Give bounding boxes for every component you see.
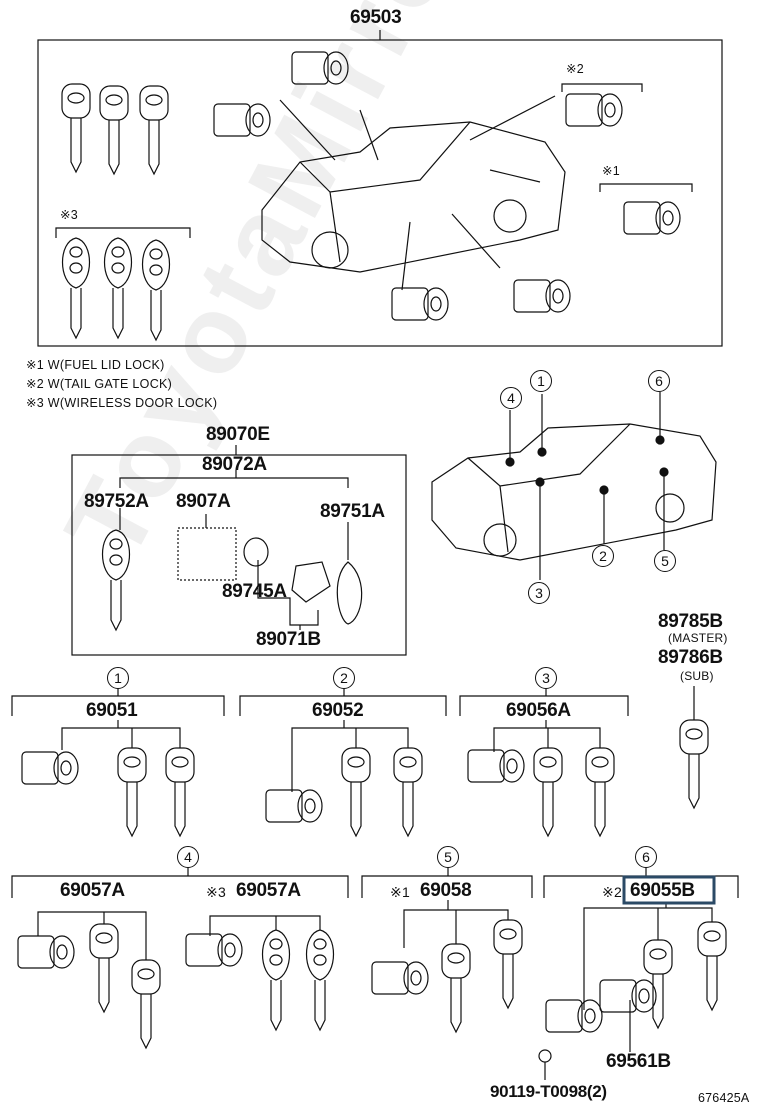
group-3-part: 69056A (506, 700, 571, 721)
group-5-number: 5 (437, 846, 459, 868)
transmitter-assembly: 89070E (206, 424, 270, 445)
group-4b-part: 69057A (236, 880, 301, 901)
group-5-part: 69058 (420, 880, 472, 901)
group-6-part: 69055B (630, 880, 695, 901)
part-89745A: 89745A (222, 581, 287, 602)
transmitter-sub-assembly: 89072A (202, 454, 267, 475)
group-6-note: ※2 (602, 884, 623, 900)
sub-key-label: (SUB) (680, 669, 714, 683)
note-1: ※1 W(FUEL LID LOCK) (26, 358, 165, 372)
truck-right (431, 392, 717, 580)
master-key-label: (MASTER) (668, 631, 728, 645)
assembly-box-top (37, 39, 723, 347)
location-2: 2 (592, 545, 614, 567)
note-2: ※2 W(TAIL GATE LOCK) (26, 377, 173, 391)
location-5: 5 (654, 550, 676, 572)
part-69561B: 69561B (606, 1051, 671, 1072)
group-4b-note: ※3 (206, 884, 227, 900)
part-90119: 90119-T0098(2) (490, 1082, 607, 1101)
group-5-note: ※1 (390, 884, 411, 900)
sub-key-part: 89786B (658, 647, 723, 668)
location-4: 4 (500, 387, 522, 409)
location-3: 3 (528, 582, 550, 604)
transmitter-parts (177, 527, 552, 1063)
group-2-number: 2 (333, 667, 355, 689)
part-89752A: 89752A (84, 491, 149, 512)
highlight-box (622, 875, 716, 905)
marker-1: ※1 (602, 164, 621, 178)
marker-3: ※3 (60, 208, 79, 222)
group-4a-part: 69057A (60, 880, 125, 901)
group-2-part: 69052 (312, 700, 364, 721)
part-89751A: 89751A (320, 501, 385, 522)
note-3: ※3 W(WIRELESS DOOR LOCK) (26, 396, 218, 410)
transmitter-box (71, 454, 407, 656)
part-89071B: 89071B (256, 629, 321, 650)
location-6: 6 (648, 370, 670, 392)
master-key-part: 89785B (658, 611, 723, 632)
part-8907A: 8907A (176, 491, 231, 512)
location-1: 1 (530, 370, 552, 392)
figure-code: 676425A (698, 1091, 750, 1105)
truck-top (261, 95, 566, 291)
top-assembly-label: 69503 (350, 7, 402, 28)
group-3-number: 3 (535, 667, 557, 689)
group-1-part: 69051 (86, 700, 138, 721)
group-4-number: 4 (177, 846, 199, 868)
group-1-number: 1 (107, 667, 129, 689)
group-6-number: 6 (635, 846, 657, 868)
marker-2: ※2 (566, 62, 585, 76)
